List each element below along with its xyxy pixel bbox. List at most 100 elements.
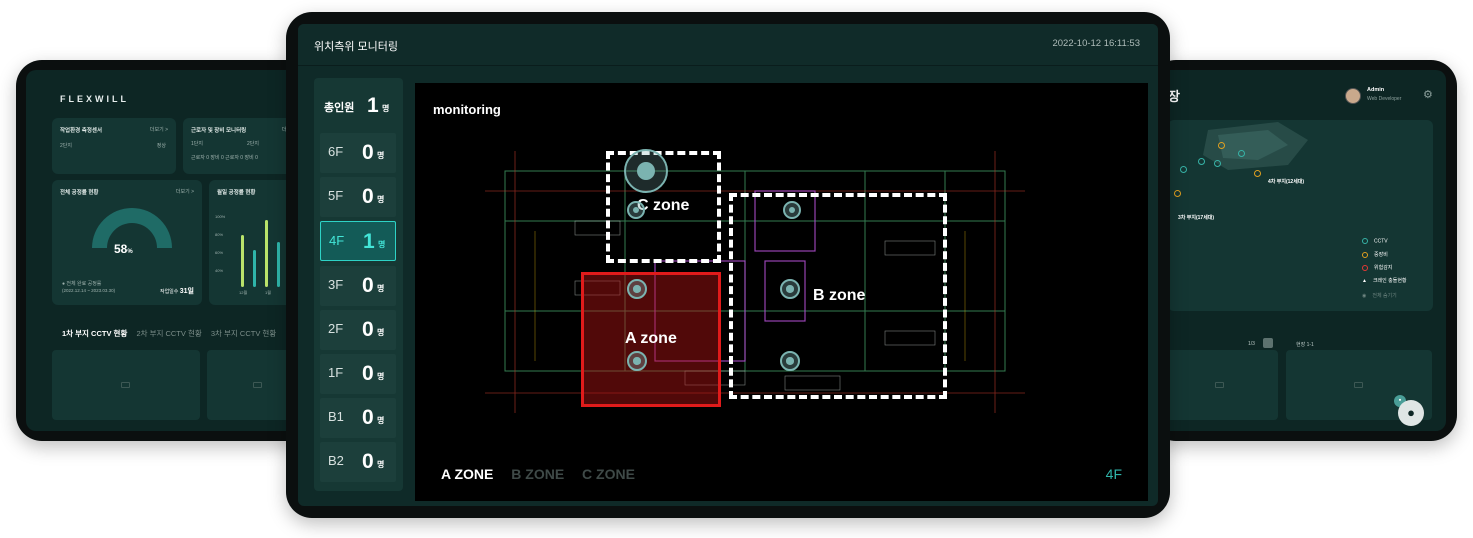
- floor-label: B1: [328, 409, 344, 425]
- floor-count: 0: [362, 450, 374, 474]
- camera-icon: [121, 382, 130, 388]
- site-map-graphic: [1203, 122, 1308, 170]
- floor-label: 3F: [328, 276, 344, 292]
- cctv-marker[interactable]: [1180, 166, 1187, 173]
- card-title: 작업환경 측정센서: [60, 128, 103, 134]
- progress-card: 전체 공정률 현황 더보기 > 58% ● 전체 완료 공정률 (2022.12…: [52, 180, 202, 305]
- tab-site-3[interactable]: 3차 부지 CCTV 현황: [210, 329, 277, 338]
- warning-triangle-icon: ▲: [1362, 278, 1367, 284]
- floor-label: 6F: [328, 144, 344, 159]
- worker-counts: 근로자 0 장비 0 근로자 0 장비 0: [191, 155, 258, 161]
- sensor-card[interactable]: 작업환경 측정센서 더보기 > 2단지 정상: [52, 118, 176, 174]
- zone-a-label: A zone: [625, 330, 677, 347]
- legend-heavy-equipment[interactable]: 중장비: [1362, 251, 1388, 258]
- beacon-icon[interactable]: [627, 279, 647, 299]
- zone-b-outline[interactable]: [729, 193, 947, 399]
- location-pin-button[interactable]: ●: [1398, 400, 1424, 426]
- legend-crane[interactable]: ▲크레인 충돌현황: [1362, 278, 1407, 284]
- legend-label: ● 전체 완료 공정률: [62, 281, 102, 287]
- beacon-icon[interactable]: [783, 201, 801, 219]
- camera-icon: [1354, 382, 1363, 388]
- site-label: 3차 부지(17세대): [1178, 215, 1215, 221]
- unit: 명: [377, 283, 385, 293]
- unit: 명: [382, 104, 390, 113]
- legend-danger[interactable]: 위험감지: [1362, 264, 1392, 271]
- tick: 40%: [215, 268, 224, 273]
- beacon-icon[interactable]: [780, 279, 800, 299]
- cctv-tabs: 1차 부지 CCTV 현황 2차 부지 CCTV 현황 3차 부지 CCTV 현…: [62, 328, 283, 339]
- location-monitoring-screen: 위치측위 모니터링 2022-10-12 16:11:53 총인원 1 명 6F…: [298, 24, 1158, 506]
- camera-icon: [252, 382, 262, 388]
- chart-bar: [265, 219, 268, 287]
- tab-b-zone[interactable]: B ZONE: [511, 466, 565, 482]
- floor-count: 0: [362, 406, 374, 430]
- total-count: 총인원 1 명: [320, 86, 396, 126]
- beacon-icon[interactable]: [780, 351, 800, 371]
- cctv-feed[interactable]: [52, 350, 200, 420]
- eye-icon: ◉: [1362, 293, 1367, 299]
- more-link[interactable]: 더보기 >: [149, 127, 168, 133]
- card-title: 월일 공정률 현황: [217, 190, 256, 196]
- floor-label: 2F: [328, 320, 344, 336]
- more-link[interactable]: 더보기 >: [175, 189, 194, 195]
- cctv-marker[interactable]: [1198, 158, 1205, 165]
- card-title: 전체 공정률 현황: [60, 190, 99, 196]
- site-label: 4차 부지(12세대): [1268, 179, 1305, 185]
- workdays: 작업일수 31일: [159, 288, 194, 295]
- page-title: 장: [1168, 89, 1180, 104]
- tick: 60%: [215, 250, 224, 255]
- unit: 명: [377, 327, 385, 337]
- user-role: Web Developer: [1367, 96, 1402, 102]
- hide-all-toggle[interactable]: ◉전체 숨기기: [1362, 293, 1397, 299]
- cctv-marker[interactable]: [1214, 160, 1221, 167]
- floor-label: B2: [328, 453, 344, 469]
- beacon-icon[interactable]: [624, 149, 668, 193]
- total-value: 1: [367, 94, 379, 117]
- unit: 명: [377, 372, 385, 381]
- zone-a-alert-box[interactable]: [581, 272, 721, 407]
- cctv-feed[interactable]: [1162, 350, 1278, 420]
- floor-count: 0: [362, 141, 374, 164]
- floor-count: 1: [363, 230, 375, 254]
- beacon-icon[interactable]: [627, 201, 645, 219]
- heavy-equipment-marker[interactable]: [1174, 190, 1181, 197]
- legend-cctv[interactable]: CCTV: [1362, 238, 1388, 244]
- heavy-equipment-marker[interactable]: [1218, 142, 1225, 149]
- site-map-screen: 장 Admin Web Developer ⚙ 4차 부지(12세대) 3차 부…: [1150, 70, 1446, 431]
- heavy-equipment-marker[interactable]: [1254, 170, 1261, 177]
- brand-logo: FLEXWILL: [60, 94, 129, 104]
- zone-tabs: A ZONE B ZONE C ZONE: [441, 466, 649, 482]
- cctv-marker[interactable]: [1238, 150, 1245, 157]
- tab-site-1[interactable]: 1차 부지 CCTV 현황: [62, 329, 128, 338]
- site-2-label: 2단지: [247, 141, 259, 147]
- camera-icon: [1215, 382, 1224, 388]
- floor-count: 0: [362, 317, 374, 341]
- tab-c-zone[interactable]: C ZONE: [582, 466, 635, 482]
- site-map[interactable]: 4차 부지(12세대) 3차 부지(17세대) CCTV 중장비 위험감지 ▲크…: [1168, 120, 1433, 311]
- pager-button[interactable]: [1263, 338, 1273, 348]
- avatar[interactable]: [1345, 88, 1361, 104]
- monitoring-view[interactable]: monitoring: [415, 83, 1148, 501]
- tab-a-zone[interactable]: A ZONE: [441, 466, 494, 482]
- left-tablet-frame: FLEXWILL 작업환경 측정센서 더보기 > 2단지 정상 근로자 및 장비…: [16, 60, 316, 441]
- tab-site-2[interactable]: 2차 부지 CCTV 현황: [136, 329, 202, 338]
- x-tick: 1월: [265, 290, 271, 295]
- chart-bar: [277, 242, 280, 287]
- floor-count: 0: [362, 362, 374, 385]
- gear-icon[interactable]: ⚙: [1423, 89, 1433, 101]
- unit: 명: [378, 240, 386, 250]
- zone-c-outline[interactable]: [606, 151, 721, 263]
- progress-gauge: [92, 208, 172, 248]
- zone-b-label: B zone: [813, 287, 866, 304]
- chart-bar: [241, 234, 244, 287]
- beacon-icon[interactable]: [627, 351, 647, 371]
